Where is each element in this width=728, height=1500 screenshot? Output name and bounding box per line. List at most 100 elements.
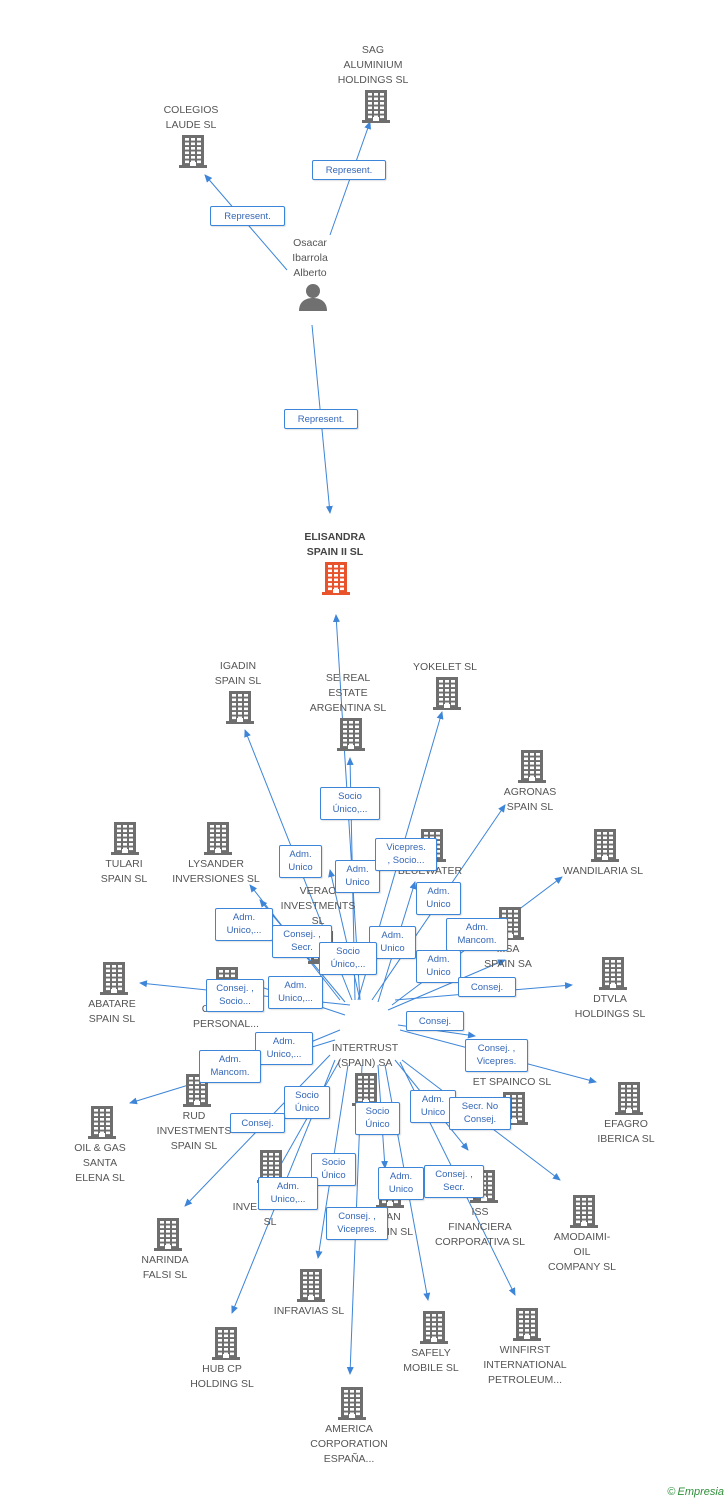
building-icon <box>275 561 395 595</box>
brand-logo[interactable]: ©Empresia <box>667 1486 724 1498</box>
node-label: ET SPAINCO SL <box>472 1075 552 1088</box>
node-dtvla-holdings[interactable]: DTVLA HOLDINGS SL <box>550 955 670 1022</box>
node-label: DTVLA HOLDINGS SL <box>574 993 646 1020</box>
node-america-corporation-espana[interactable]: AMERICA CORPORATION ESPAÑA... <box>289 1385 409 1467</box>
building-icon <box>249 1268 369 1302</box>
node-label: AGRONAS SPAIN SL <box>503 786 557 813</box>
node-label: TULARI SPAIN SL <box>100 858 148 885</box>
building-icon <box>522 1194 642 1228</box>
node-colegios-laude[interactable]: COLEGIOS LAUDE SL <box>131 103 251 168</box>
relation-badge-socio-unico-narinda[interactable]: Socio Único <box>284 1086 330 1119</box>
node-oil-gas-santa-elena[interactable]: OIL & GAS SANTA ELENA SL <box>40 1104 160 1186</box>
building-icon <box>288 717 408 751</box>
building-icon <box>178 690 298 724</box>
copyright-icon: © <box>667 1486 676 1498</box>
node-label: INTERTRUST (SPAIN) SA <box>331 1042 399 1069</box>
building-icon <box>64 821 184 855</box>
node-label: SAG ALUMINIUM HOLDINGS SL <box>337 43 409 86</box>
relation-badge-consej-vicepres-america[interactable]: Consej. , Vicepres. <box>326 1207 388 1240</box>
node-label: RUD INVESTMENTS SPAIN SL <box>156 1109 232 1152</box>
relation-badge-adm-unico-tulari[interactable]: Adm. Unico,... <box>215 908 273 941</box>
node-label: VERAO INVESTMENTS SL <box>280 884 356 927</box>
node-yokelet[interactable]: YOKELET SL <box>385 660 505 710</box>
node-label: INFRAVIAS SL <box>273 1304 345 1317</box>
node-label: NARINDA FALSI SL <box>141 1254 189 1281</box>
relation-badge-consej-vicepres-efagro[interactable]: Consej. , Vicepres. <box>465 1039 528 1072</box>
relation-badge-consej-tinv[interactable]: Consej. <box>230 1113 285 1133</box>
relation-badge-adm-unico-safely[interactable]: Adm. Unico <box>378 1167 424 1200</box>
relation-badge-secr-no-consej-amodaimi[interactable]: Secr. No Consej. <box>449 1097 511 1130</box>
relation-badge-socio-unico-infravias[interactable]: Socio Único <box>355 1102 400 1135</box>
node-tulari-spain[interactable]: TULARI SPAIN SL <box>64 820 184 887</box>
building-icon <box>371 1310 491 1344</box>
relation-badge-represent-colegios[interactable]: Represent. <box>210 206 285 226</box>
node-label: EFAGRO IBERICA SL <box>597 1118 655 1145</box>
node-label: Osacar Ibarrola Alberto <box>292 236 328 279</box>
node-label: YOKELET SL <box>412 660 477 673</box>
relation-badge-adm-unico-verao[interactable]: Adm. Unico <box>335 860 380 893</box>
building-icon <box>52 961 172 995</box>
edge-intertrust-13 <box>387 959 506 1011</box>
node-label: AMERICA CORPORATION ESPAÑA... <box>310 1422 388 1465</box>
relation-badge-socio-unico-sereal[interactable]: Socio Único,... <box>320 787 380 820</box>
node-sag-aluminium-holdings[interactable]: SAG ALUMINIUM HOLDINGS SL <box>313 43 433 123</box>
building-icon <box>313 89 433 123</box>
node-se-real-estate-argentina[interactable]: SE REAL ESTATE ARGENTINA SL <box>288 671 408 751</box>
relation-badge-consej-dtvla[interactable]: Consej. <box>458 977 516 997</box>
building-icon <box>40 1105 160 1139</box>
node-agronas-spain[interactable]: AGRONAS SPAIN SL <box>470 748 590 815</box>
building-icon <box>385 676 505 710</box>
node-efagro-iberica[interactable]: EFAGRO IBERICA SL <box>566 1080 686 1147</box>
node-label: HUB CP HOLDING SL <box>190 1363 254 1390</box>
relation-badge-consej-socio-abatare[interactable]: Consej. , Socio... <box>206 979 264 1012</box>
building-icon <box>543 828 663 862</box>
node-label: AMODAIMI- OIL COMPANY SL <box>548 1230 616 1273</box>
node-safely-mobile[interactable]: SAFELY MOBILE SL <box>371 1309 491 1376</box>
building-icon <box>105 1217 225 1251</box>
relation-badge-adm-unico-bluewater[interactable]: Adm. Unico <box>416 882 461 915</box>
node-label: SAFELY MOBILE SL <box>403 1347 459 1374</box>
relation-badge-adm-unico-issfin[interactable]: Adm. Unico <box>410 1090 456 1123</box>
relation-badge-adm-unico-igadin[interactable]: Adm. Unico <box>279 845 322 878</box>
node-label: IGADIN SPAIN SL <box>214 660 262 687</box>
node-label: ELISANDRA SPAIN II SL <box>304 531 366 558</box>
node-lysander-inversiones[interactable]: LYSANDER INVERSIONES SL <box>156 820 276 887</box>
building-icon <box>566 1081 686 1115</box>
node-intertrust-spain[interactable]: INTERTRUST (SPAIN) SA <box>305 1041 425 1106</box>
relation-badge-consej-secr-lysander[interactable]: Consej. , Secr. <box>272 925 332 958</box>
node-narinda-falsi[interactable]: NARINDA FALSI SL <box>105 1216 225 1283</box>
node-infravias[interactable]: INFRAVIAS SL <box>249 1267 369 1319</box>
relation-badge-consej-secr-winfirst[interactable]: Consej. , Secr. <box>424 1165 484 1198</box>
brand-name: Empresia <box>677 1486 724 1498</box>
relation-badge-adm-unico-sospain[interactable]: Adm. Unico <box>416 950 461 983</box>
relation-badge-adm-unico-hubcp[interactable]: Adm. Unico,... <box>258 1177 318 1210</box>
relation-badge-adm-unico-rud[interactable]: Adm. Unico,... <box>255 1032 313 1065</box>
node-label: SE REAL ESTATE ARGENTINA SL <box>309 671 387 714</box>
building-icon <box>289 1386 409 1420</box>
relation-badge-adm-mancom-agronas[interactable]: Adm. Mancom. <box>446 918 508 951</box>
node-amodaimi-oil-company[interactable]: AMODAIMI- OIL COMPANY SL <box>522 1193 642 1275</box>
relation-badge-consej-etspainco[interactable]: Consej. <box>406 1011 464 1031</box>
building-icon <box>465 1307 585 1341</box>
person-icon <box>250 282 370 312</box>
node-label: WINFIRST INTERNATIONAL PETROLEUM... <box>483 1343 567 1386</box>
relation-badge-represent-elisandra[interactable]: Represent. <box>284 409 358 429</box>
relation-badge-adm-mancom-oilgas[interactable]: Adm. Mancom. <box>199 1050 261 1083</box>
relation-badge-socio-unico-span[interactable]: Socio Único <box>311 1153 356 1186</box>
node-winfirst-international-petroleum[interactable]: WINFIRST INTERNATIONAL PETROLEUM... <box>465 1306 585 1388</box>
relation-badge-represent-sag[interactable]: Represent. <box>312 160 386 180</box>
node-igadin-spain[interactable]: IGADIN SPAIN SL <box>178 659 298 724</box>
node-hub-cp-holding[interactable]: HUB CP HOLDING SL <box>162 1325 282 1392</box>
node-abatare-spain[interactable]: ABATARE SPAIN SL <box>52 960 172 1027</box>
node-osacar-ibarrola-alberto[interactable]: Osacar Ibarrola Alberto <box>250 236 370 312</box>
building-icon <box>470 749 590 783</box>
node-wandilaria[interactable]: WANDILARIA SL <box>543 827 663 879</box>
node-elisandra-spain-ii[interactable]: ELISANDRA SPAIN II SL <box>275 530 395 595</box>
relation-badge-vicepres-socio-yokelet[interactable]: Vicepres. , Socio... <box>375 838 437 871</box>
relation-badge-socio-unico-elisandra[interactable]: Socio Único,... <box>319 942 377 975</box>
node-label: OIL & GAS SANTA ELENA SL <box>74 1141 126 1184</box>
node-label: COLEGIOS LAUDE SL <box>163 104 219 131</box>
building-icon <box>156 821 276 855</box>
relation-badge-adm-unico-cuidado[interactable]: Adm. Unico,... <box>268 976 323 1009</box>
